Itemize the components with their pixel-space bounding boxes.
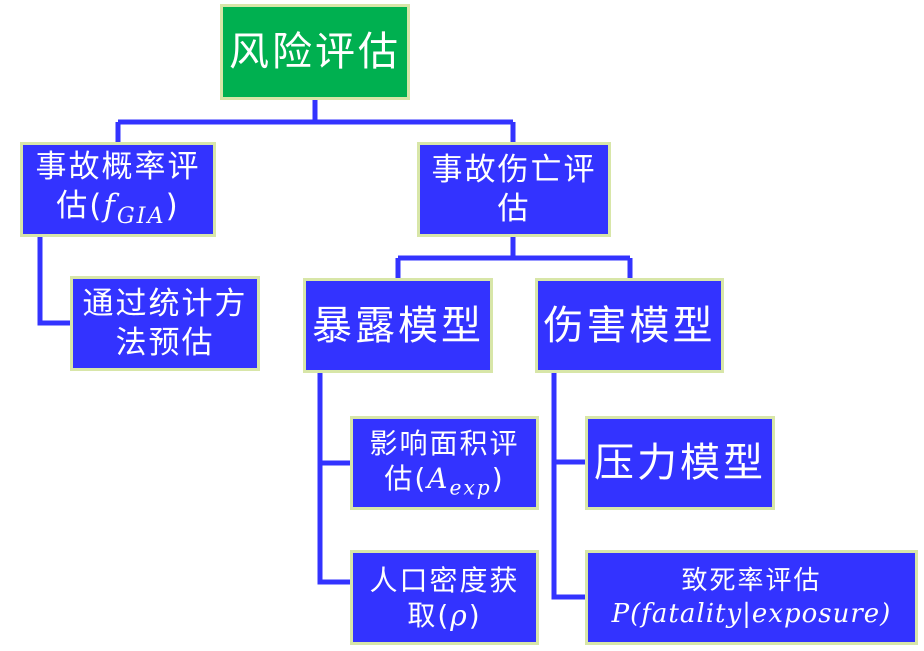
link-exposure-children xyxy=(317,373,350,585)
link-casualty-children xyxy=(395,237,633,278)
node-harm-model: 伤害模型 xyxy=(535,278,724,373)
node-stat-line1: 通过统计方 xyxy=(82,285,248,322)
node-area-line2: 估(Aexp) xyxy=(384,461,505,500)
link-prob-stat xyxy=(37,237,70,326)
node-harm-label: 伤害模型 xyxy=(543,302,716,349)
link-harm-children xyxy=(551,373,585,600)
node-accident-casualty: 事故伤亡评 估 xyxy=(417,142,611,237)
link-risk-children xyxy=(115,100,516,142)
math-a: Aexp xyxy=(427,461,492,500)
node-probability-line2: 估(fGIA) xyxy=(56,187,180,230)
node-casualty-line2: 估 xyxy=(497,190,531,227)
node-stat-line2: 法预估 xyxy=(115,324,215,361)
node-density-line2: 取(ρ) xyxy=(407,598,482,632)
node-risk-assessment: 风险评估 xyxy=(220,4,410,100)
node-statistical-estimate: 通过统计方 法预估 xyxy=(70,276,260,371)
node-population-density: 人口密度获 取(ρ) xyxy=(350,550,539,645)
node-accident-probability: 事故概率评 估(fGIA) xyxy=(20,142,216,237)
node-fatality-rate: 致死率评估 P(fatality|exposure) xyxy=(585,550,918,645)
node-pressure-model: 压力模型 xyxy=(585,416,775,510)
node-exposure-label: 暴露模型 xyxy=(312,302,484,349)
node-fatality-formula: P(fatality|exposure) xyxy=(611,598,892,629)
math-f: fGIA xyxy=(103,187,166,230)
node-pressure-label: 压力模型 xyxy=(594,440,766,486)
node-fatality-line1: 致死率评估 xyxy=(681,566,822,596)
node-density-line1: 人口密度获 xyxy=(369,563,520,597)
node-probability-line1: 事故概率评 xyxy=(35,149,201,186)
node-area-line1: 影响面积评 xyxy=(369,426,520,460)
node-casualty-line1: 事故伤亡评 xyxy=(431,151,597,188)
node-risk-label: 风险评估 xyxy=(229,29,401,75)
node-exposure-model: 暴露模型 xyxy=(303,278,493,373)
node-impact-area: 影响面积评 估(Aexp) xyxy=(350,416,539,510)
math-rho: ρ xyxy=(450,598,469,632)
